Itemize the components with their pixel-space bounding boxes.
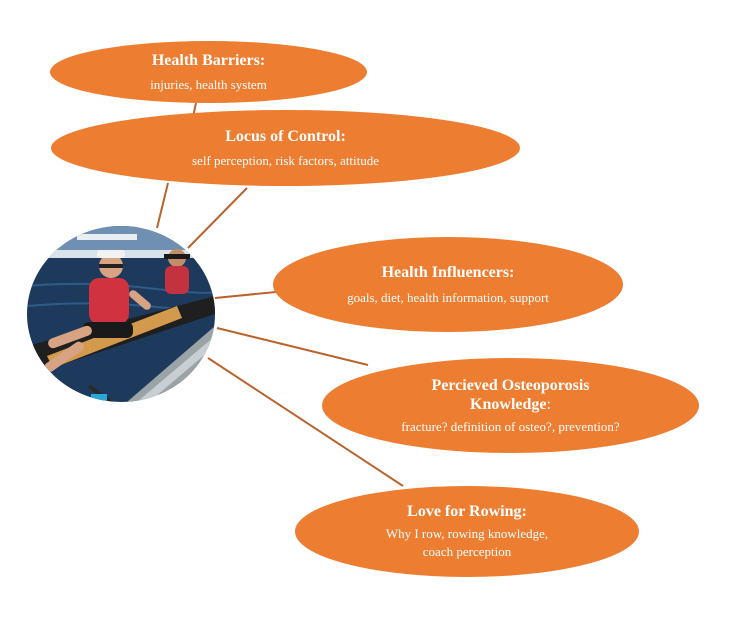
node-locus-of-control: Locus of Control: self perception, risk … (51, 110, 520, 186)
locus-of-control-subtitle: self perception, risk factors, attitude (192, 152, 379, 168)
osteoporosis-title-line1: Percieved Osteoporosis (431, 376, 590, 394)
osteoporosis-subtitle: fracture? definition of osteo?, preventi… (401, 418, 620, 434)
love-for-rowing-subtitle-line2: coach perception (422, 544, 512, 559)
health-influencers-subtitle: goals, diet, health information, support (347, 289, 549, 305)
node-health-influencers: Health Influencers: goals, diet, health … (273, 237, 623, 332)
osteoporosis-title-line2-wrap: Knowledge: (470, 395, 551, 414)
connector-photo-influencers (214, 291, 277, 299)
connector-locus-photo-right (187, 187, 248, 249)
osteoporosis-title-suffix: : (546, 395, 551, 413)
rowers-photo (27, 226, 215, 402)
connector-photo-osteoporosis (216, 327, 369, 366)
connector-photo-rowing (207, 357, 404, 487)
node-love-for-rowing: Love for Rowing: Why I row, rowing knowl… (295, 486, 639, 577)
locus-of-control-title: Locus of Control: (225, 127, 346, 145)
love-for-rowing-title: Love for Rowing: (407, 503, 527, 520)
love-for-rowing-subtitle-line1: Why I row, rowing knowledge, (385, 526, 549, 541)
health-barriers-title: Health Barriers: (151, 51, 266, 69)
node-health-barriers: Health Barriers: injuries, health system (50, 41, 367, 103)
node-perceived-osteoporosis-knowledge: Percieved Osteoporosis Knowledge: fractu… (322, 358, 699, 453)
connector-locus-photo-left (156, 182, 169, 229)
health-influencers-title: Health Influencers: (381, 263, 515, 281)
osteoporosis-title-line2: Knowledge (470, 395, 547, 413)
health-barriers-subtitle: injuries, health system (150, 76, 267, 92)
rowers-photo-image (27, 226, 215, 402)
